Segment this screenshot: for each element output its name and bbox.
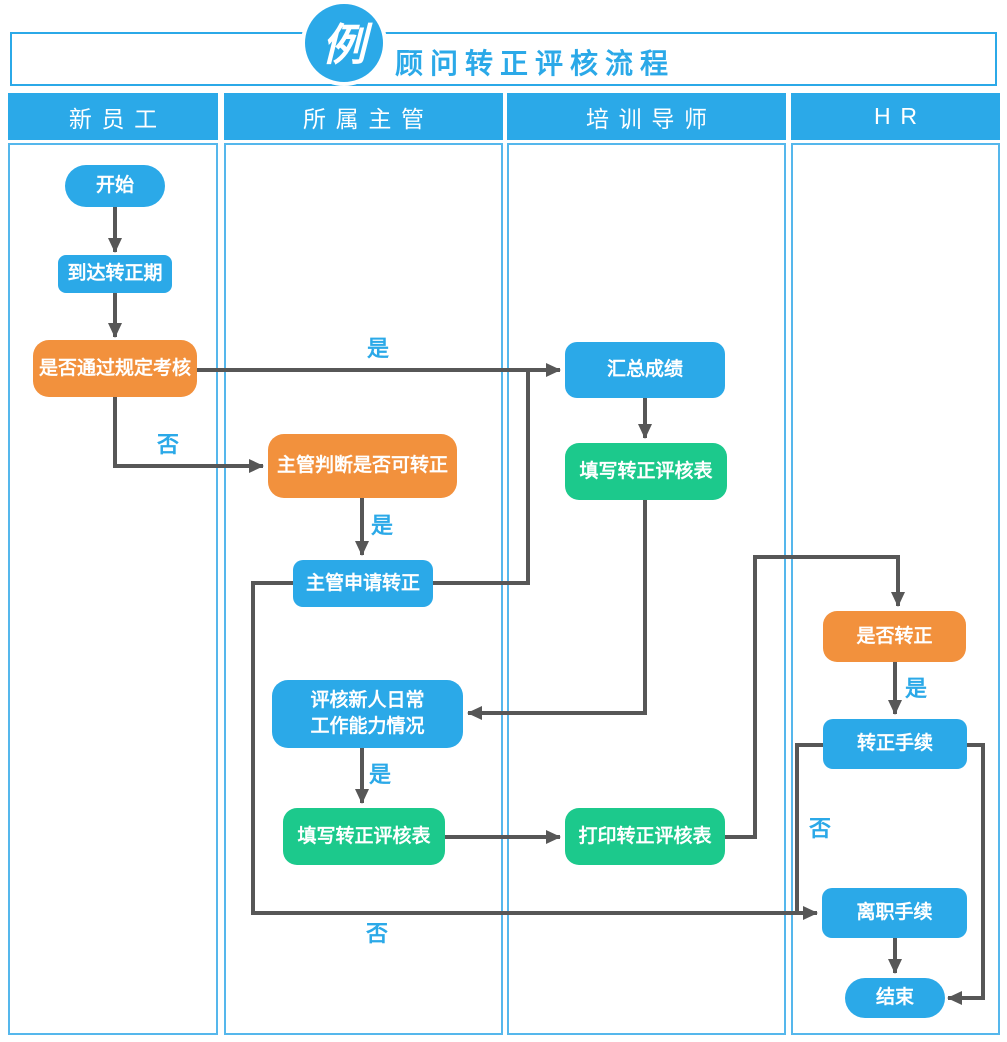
edge-apply-transfer-to-resign-procedure	[251, 581, 818, 920]
node-transfer-procedure: 转正手续	[823, 719, 967, 769]
node-fill-form-supervisor: 填写转正评核表	[283, 808, 445, 865]
lane-body-hr	[791, 143, 1000, 1035]
edge-fill-form-mentor-to-evaluate-daily	[467, 500, 647, 720]
node-confirm-transfer: 是否转正	[823, 611, 966, 662]
lane-header-hr: HR	[791, 93, 1000, 140]
example-badge-text: 例	[322, 21, 366, 70]
node-summarize-scores: 汇总成绩	[565, 342, 725, 398]
edge-pass-exam-to-judge-transfer	[113, 397, 264, 473]
edge-label-transfer-procedure-to-resign-procedure: 否	[808, 816, 831, 841]
edge-label-pass-exam-to-summarize-scores: 是	[367, 336, 389, 361]
node-start: 开始	[65, 165, 165, 207]
node-apply-transfer: 主管申请转正	[293, 560, 433, 607]
node-end: 结束	[845, 978, 945, 1018]
title-bar	[10, 32, 997, 86]
lane-header-new-employee: 新员工	[8, 93, 218, 140]
edge-label-pass-exam-to-judge-transfer: 否	[156, 432, 179, 457]
lane-header-supervisor: 所属主管	[224, 93, 503, 140]
edge-label-evaluate-daily-to-fill-form-supervisor: 是	[369, 762, 391, 787]
edge-label-judge-transfer-to-apply-transfer: 是	[371, 513, 393, 538]
edge-apply-transfer-to-summarize-scores	[433, 372, 530, 585]
edge-transfer-procedure-to-resign-procedure	[795, 743, 823, 911]
page-title: 顾问转正评核流程	[395, 48, 676, 79]
node-pass-exam: 是否通过规定考核	[33, 340, 197, 397]
node-evaluate-daily: 评核新人日常 工作能力情况	[272, 680, 463, 748]
node-reach-period: 到达转正期	[58, 255, 172, 293]
edge-print-form-to-confirm-transfer	[725, 555, 905, 839]
edge-label-apply-transfer-to-resign-procedure: 否	[365, 921, 388, 946]
edge-label-confirm-transfer-to-transfer-procedure: 是	[905, 676, 927, 701]
lane-header-mentor: 培训导师	[507, 93, 786, 140]
node-print-form: 打印转正评核表	[565, 808, 725, 865]
node-resign-procedure: 离职手续	[822, 888, 967, 938]
edge-transfer-procedure-to-end	[947, 743, 985, 1005]
example-badge: 例	[301, 0, 387, 86]
lane-hr: HR	[791, 93, 1000, 1035]
node-fill-form-mentor: 填写转正评核表	[565, 443, 727, 500]
node-judge-transfer: 主管判断是否可转正	[268, 434, 457, 498]
